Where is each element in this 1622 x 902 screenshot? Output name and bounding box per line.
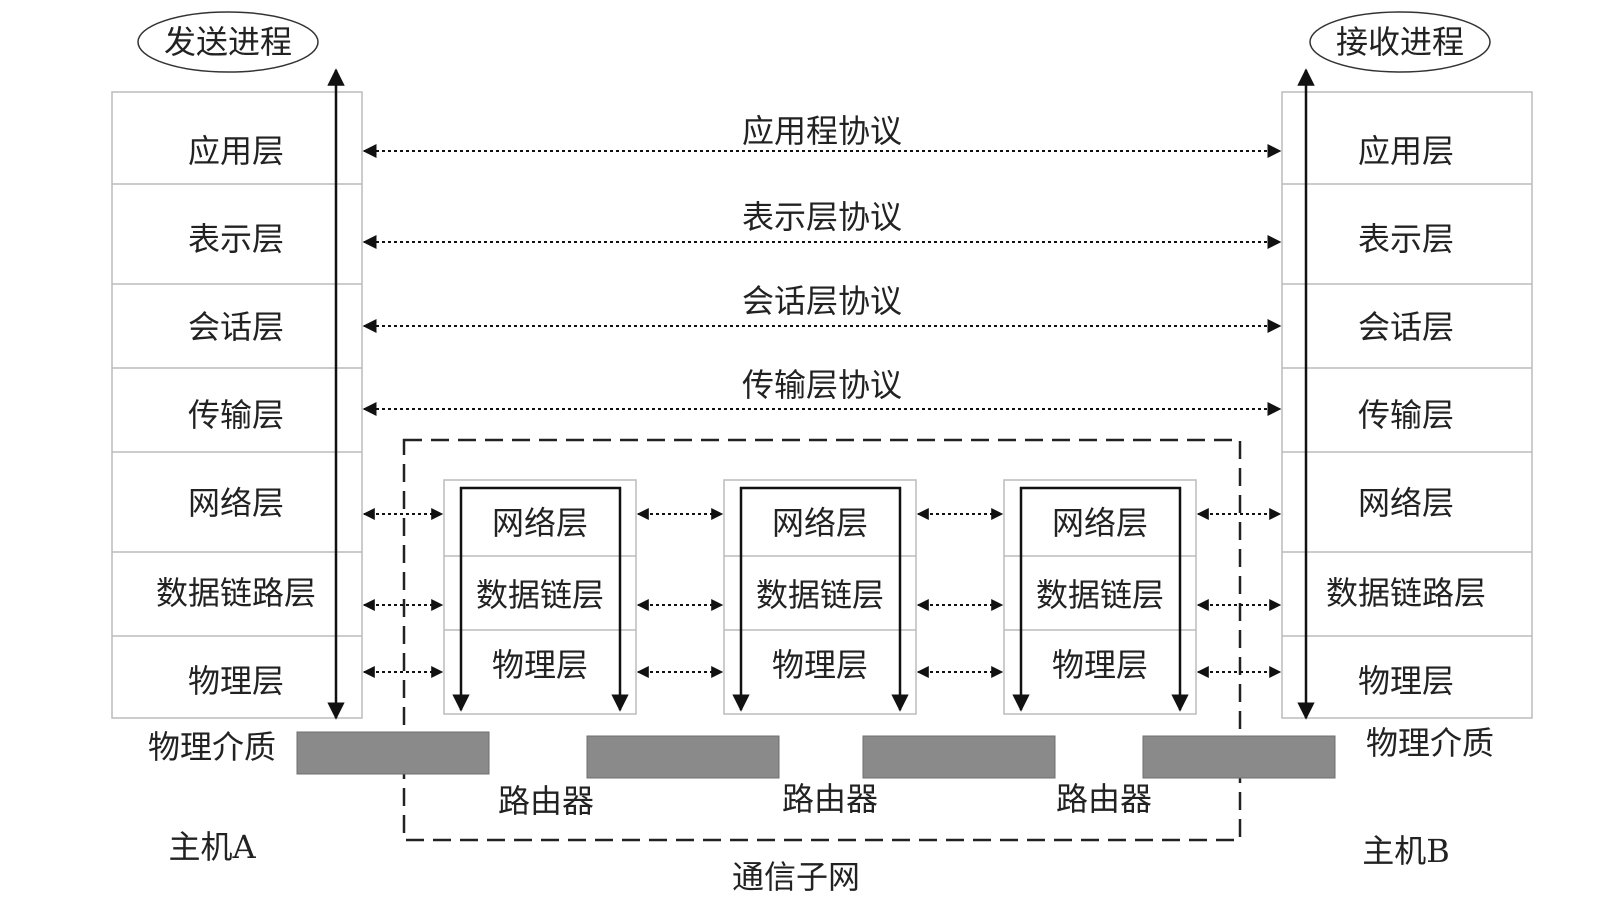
router-2-label: 路由器: [782, 780, 878, 818]
subnet-peer-arrows: [362, 508, 1282, 678]
host-b-layer-physical: 物理层: [1358, 662, 1454, 700]
host-a-layer-network: 网络层: [188, 484, 284, 522]
router-1-layer-network: 网络层: [492, 504, 588, 542]
medium-segment-2: [586, 735, 780, 779]
host-b-layer-transport: 传输层: [1358, 396, 1454, 434]
router-3: 网络层 数据链层 物理层: [1003, 479, 1197, 715]
host-a-stack: 应用层 表示层 会话层 传输层 网络层 数据链路层 物理层: [111, 68, 363, 720]
protocol-transport: 传输层协议: [742, 366, 902, 404]
router-3-layer-datalink: 数据链层: [1036, 576, 1164, 614]
router-3-label: 路由器: [1056, 780, 1152, 818]
router-1: 网络层 数据链层 物理层: [443, 479, 637, 715]
host-a-layer-presentation: 表示层: [188, 220, 284, 258]
router-2-layer-network: 网络层: [772, 504, 868, 542]
protocol-session: 会话层协议: [742, 282, 902, 320]
communication-subnet-box: [402, 438, 1242, 842]
router-2-layer-physical: 物理层: [772, 646, 868, 684]
sender-process-label: 发送进程: [164, 23, 292, 61]
medium-segment-4: [1142, 735, 1336, 779]
host-b-layer-network: 网络层: [1358, 484, 1454, 522]
router-1-label: 路由器: [498, 782, 594, 820]
host-a-label: 主机A: [168, 828, 256, 866]
protocol-presentation: 表示层协议: [742, 198, 902, 236]
router-1-layer-physical: 物理层: [492, 646, 588, 684]
medium-segment-3: [862, 735, 1056, 779]
router-3-path-arrow: [1012, 486, 1189, 712]
host-a-layer-transport: 传输层: [188, 396, 284, 434]
router-2-layer-datalink: 数据链层: [756, 576, 884, 614]
protocol-application: 应用程协议: [742, 112, 902, 150]
router-3-layer-network: 网络层: [1052, 504, 1148, 542]
subnet-label: 通信子网: [732, 858, 860, 896]
host-b-label: 主机B: [1362, 832, 1450, 870]
host-b-stack: 应用层 表示层 会话层 传输层 网络层 数据链路层 物理层: [1281, 68, 1533, 720]
host-a-layer-application: 应用层: [188, 132, 284, 170]
receiver-process: 接收进程: [1309, 11, 1491, 73]
router-3-layer-physical: 物理层: [1052, 646, 1148, 684]
router-2: 网络层 数据链层 物理层: [723, 479, 917, 715]
sender-process: 发送进程: [137, 11, 319, 73]
host-a-layer-datalink: 数据链路层: [156, 574, 316, 612]
router-1-path-arrow: [452, 486, 629, 712]
router-1-layer-datalink: 数据链层: [476, 576, 604, 614]
host-b-layer-datalink: 数据链路层: [1326, 574, 1486, 612]
host-b-layer-presentation: 表示层: [1358, 220, 1454, 258]
peer-protocols: 应用程协议 表示层协议 会话层协议 传输层协议: [362, 112, 1282, 416]
router-2-path-arrow: [732, 486, 909, 712]
host-b-layer-application: 应用层: [1358, 132, 1454, 170]
host-a-layer-session: 会话层: [188, 308, 284, 346]
physical-medium-left-label: 物理介质: [148, 728, 276, 766]
receiver-process-label: 接收进程: [1336, 23, 1464, 61]
host-b-layer-session: 会话层: [1358, 308, 1454, 346]
physical-medium-right-label: 物理介质: [1366, 724, 1494, 762]
physical-medium: [296, 731, 1336, 779]
medium-segment-1: [296, 731, 490, 775]
host-a-layer-physical: 物理层: [188, 662, 284, 700]
